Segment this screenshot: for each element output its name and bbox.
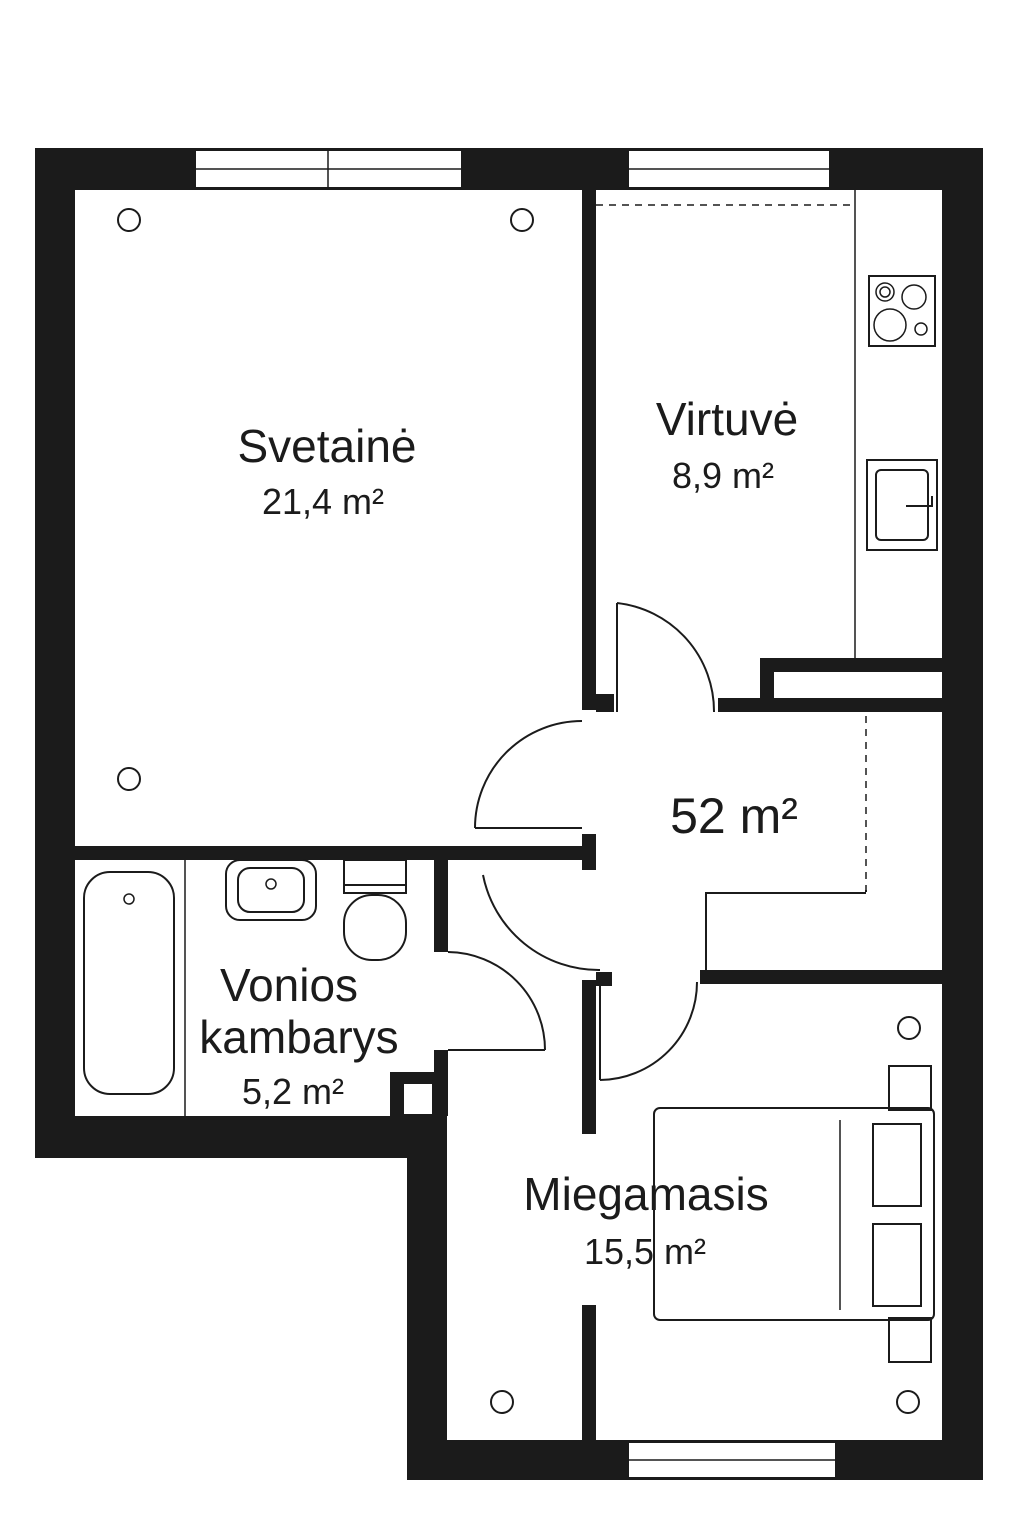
window-bedroom	[627, 1441, 837, 1479]
door-kitchen	[616, 602, 716, 713]
interior-walls	[75, 190, 942, 1440]
windows	[194, 149, 837, 1479]
bathroom-name-line1: Vonios	[220, 959, 358, 1011]
bathroom-fixtures	[83, 859, 407, 1116]
window-kitchen	[627, 149, 831, 189]
light-icon	[510, 208, 534, 232]
bathroom-name-line2: kambarys	[199, 1011, 398, 1063]
door-living	[474, 720, 583, 829]
light-icon	[117, 208, 141, 232]
toilet-icon	[343, 859, 407, 961]
light-icon	[117, 767, 141, 791]
bathroom-area: 5,2 m²	[242, 1071, 344, 1112]
room-labels: Svetainė 21,4 m² Virtuvė 8,9 m² Vonios k…	[199, 393, 798, 1272]
bed-icon	[653, 1107, 935, 1321]
light-icon	[490, 1390, 514, 1414]
bathroom-sink-icon	[225, 859, 317, 921]
door-hall-storage	[482, 874, 707, 972]
bedroom-area: 15,5 m²	[584, 1231, 706, 1272]
door-bedroom	[599, 981, 698, 1081]
door-bathroom	[447, 951, 546, 1051]
kitchen-name: Virtuvė	[656, 393, 798, 445]
stove-icon	[868, 275, 936, 347]
hall-closet	[705, 716, 867, 970]
total-area: 52 m²	[670, 788, 798, 844]
living-room-name: Svetainė	[237, 420, 416, 472]
kitchen-sink-icon	[866, 459, 938, 551]
bedroom-furniture	[653, 1065, 935, 1363]
bedroom-name: Miegamasis	[523, 1168, 768, 1220]
kitchen-area: 8,9 m²	[672, 455, 774, 496]
outer-walls	[35, 148, 983, 1480]
kitchen-fixtures	[596, 190, 938, 658]
window-living	[194, 149, 463, 189]
bathtub-icon	[83, 871, 175, 1095]
light-icon	[897, 1016, 921, 1040]
nightstand-icon	[888, 1065, 932, 1363]
light-icon	[896, 1390, 920, 1414]
living-room-area: 21,4 m²	[262, 481, 384, 522]
light-fixtures	[117, 208, 921, 1414]
